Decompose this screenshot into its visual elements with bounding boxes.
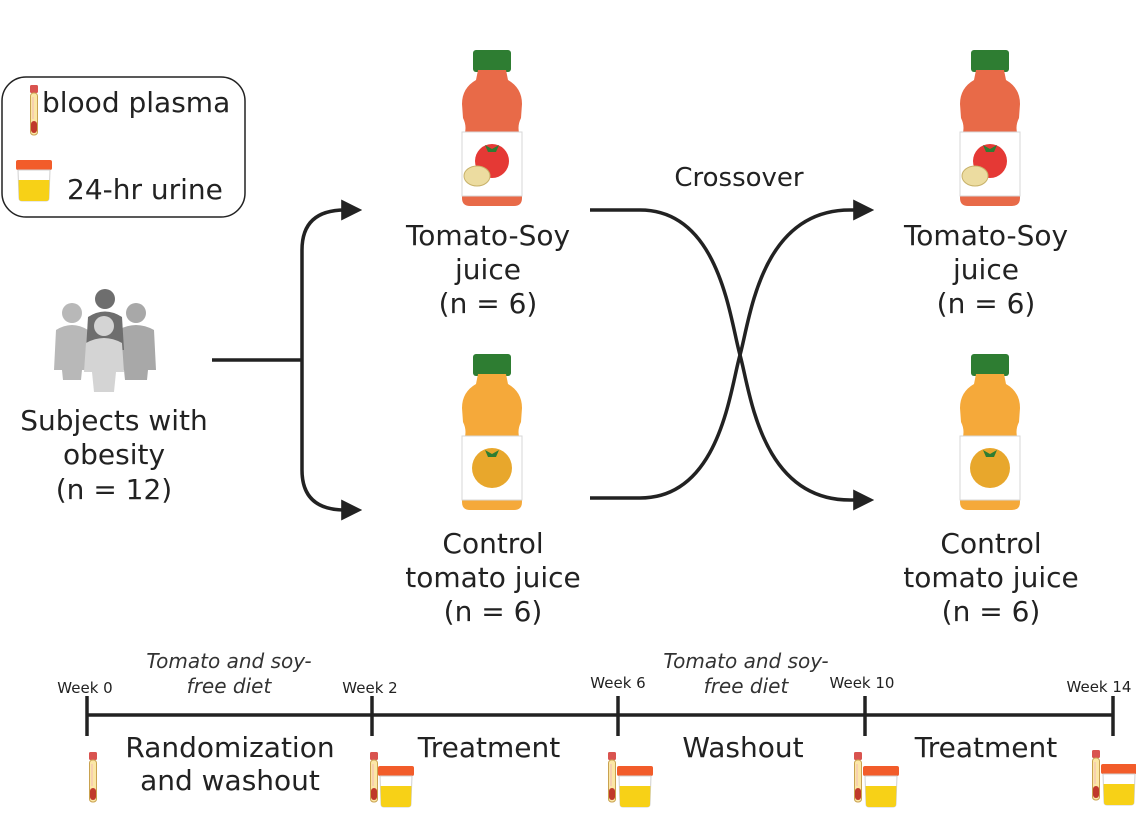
blood-tube-icon <box>369 751 379 803</box>
arm-line1: Tomato-Soy <box>903 219 1068 252</box>
legend-urine-label: 24-hr urine <box>67 173 223 206</box>
diet-note-line2: free diet <box>187 674 273 698</box>
subjects-line3: (n = 12) <box>56 473 172 506</box>
crossover-arrows <box>590 199 875 511</box>
arm-line2: juice <box>952 253 1019 286</box>
phase-label: Washout <box>682 731 803 764</box>
phase-label: Randomization <box>125 731 334 764</box>
arm-line2: juice <box>454 253 521 286</box>
arm-top-right-label: Tomato-Soy juice (n = 6) <box>903 219 1068 320</box>
phase-label: Treatment <box>417 731 560 764</box>
arm-line3: (n = 6) <box>942 595 1041 628</box>
arm-bottom-left-label: Control tomato juice (n = 6) <box>405 527 580 628</box>
split-arrows <box>212 199 363 521</box>
subjects-line1: Subjects with <box>20 404 208 437</box>
urine-cup-icon <box>1100 763 1136 806</box>
blood-tube-icon <box>29 84 39 136</box>
phase-label: Treatment <box>914 731 1057 764</box>
tomato-soy-bottle-icon <box>959 50 1021 206</box>
subjects-line2: obesity <box>63 438 165 471</box>
blood-tube-icon <box>88 751 98 803</box>
blood-tube-icon <box>1091 749 1101 801</box>
diet-note-line1: Tomato and soy- <box>146 649 311 673</box>
arm-line2: tomato juice <box>903 561 1078 594</box>
week-label: Week 0 <box>57 679 112 697</box>
control-bottle-icon <box>461 354 523 510</box>
urine-cup-icon <box>377 765 415 808</box>
legend: blood plasma 24-hr urine <box>1 76 246 218</box>
arm-line1: Control <box>442 527 543 560</box>
urine-cup-icon <box>15 159 53 202</box>
week-label: Week 10 <box>830 674 895 692</box>
crossover-label: Crossover <box>674 163 804 193</box>
control-bottle-icon <box>959 354 1021 510</box>
diet-note-line1: Tomato and soy- <box>663 649 828 673</box>
week-label: Week 2 <box>342 679 397 697</box>
arm-line3: (n = 6) <box>937 287 1036 320</box>
arm-line1: Tomato-Soy <box>405 219 570 252</box>
arm-top-left-label: Tomato-Soy juice (n = 6) <box>405 219 570 320</box>
blood-tube-icon <box>607 751 617 803</box>
legend-box <box>1 76 246 218</box>
blood-tube-icon <box>853 751 863 803</box>
subjects-icon <box>54 289 156 392</box>
urine-cup-icon <box>616 765 654 808</box>
week-label: Week 14 <box>1067 678 1132 696</box>
arm-line1: Control <box>940 527 1041 560</box>
timeline: Week 0 Week 2 Week 6 Week 10 Week 14 Tom… <box>57 649 1136 808</box>
tomato-soy-bottle-icon <box>461 50 523 206</box>
diet-note-line2: free diet <box>704 674 790 698</box>
arm-line2: tomato juice <box>405 561 580 594</box>
arm-bottom-right-label: Control tomato juice (n = 6) <box>903 527 1078 628</box>
week-label: Week 6 <box>590 674 645 692</box>
arm-line3: (n = 6) <box>444 595 543 628</box>
phase-label: and washout <box>140 764 320 797</box>
arm-line3: (n = 6) <box>439 287 538 320</box>
urine-cup-icon <box>862 765 900 808</box>
legend-blood-label: blood plasma <box>42 86 230 119</box>
